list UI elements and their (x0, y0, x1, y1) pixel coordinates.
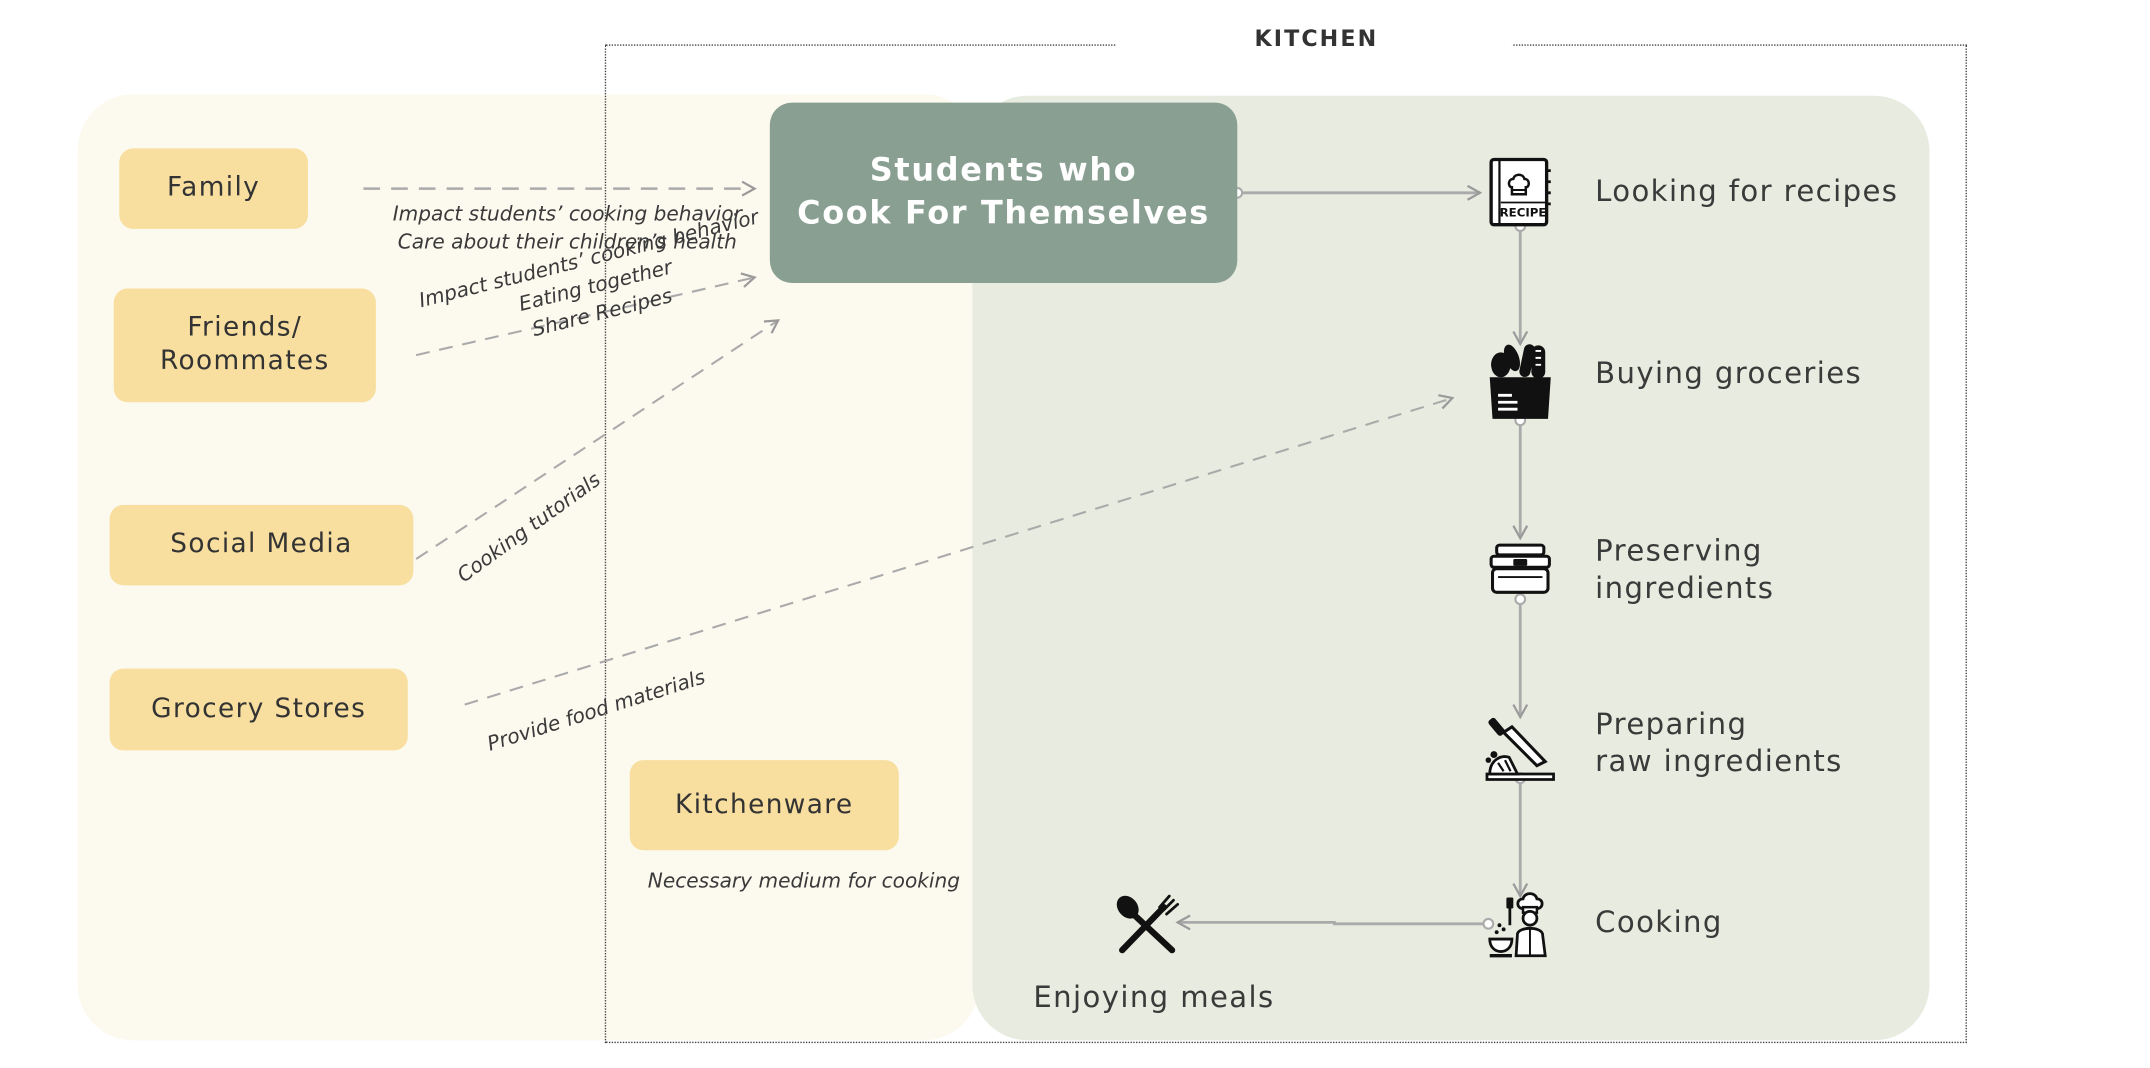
step-preserving-label-line2: ingredients (1595, 571, 1775, 605)
step-preserving-ingredients: Preserving ingredients (1595, 533, 1774, 607)
actor-social-media: Social Media (109, 504, 414, 586)
spoon-fork-icon (1116, 894, 1180, 954)
food-container-icon (1489, 543, 1551, 594)
step-enjoying-label: Enjoying meals (1033, 980, 1275, 1014)
step-preparing-label-line1: Preparing (1595, 707, 1748, 741)
step-groceries-label: Buying groceries (1595, 356, 1863, 390)
step-enjoying-meals: Enjoying meals (1033, 979, 1274, 1016)
chef-cooking-icon (1488, 892, 1547, 958)
actor-kitchenware: Kitchenware (629, 760, 899, 851)
actor-grocery-stores-label: Grocery Stores (151, 693, 367, 724)
family-relation-note: Impact students’ cooking behavior Care a… (393, 201, 743, 256)
social-media-arrow (415, 319, 781, 560)
actor-family-label: Family (167, 172, 261, 203)
grocery-arrow (464, 394, 1455, 706)
cutting-board-icon (1485, 717, 1555, 781)
friends-arrow (415, 272, 757, 357)
step-cooking-label: Cooking (1595, 905, 1723, 940)
step-preserving-label-line1: Preserving (1595, 534, 1763, 568)
central-title-line2: Cook For Themselves (797, 195, 1210, 232)
recipe-book-icon: RECIPE (1489, 157, 1551, 227)
cooking-connector-dot (1482, 917, 1495, 930)
step-preparing-raw-ingredients: Preparing raw ingredients (1595, 706, 1843, 780)
actor-social-media-label: Social Media (170, 528, 353, 560)
kitchen-label: KITCHEN (1254, 24, 1379, 52)
step-buying-groceries: Buying groceries (1595, 355, 1862, 392)
central-title-line1: Students who (869, 153, 1138, 190)
kitchen-label-gap (1116, 38, 1512, 53)
step-cooking: Cooking (1595, 904, 1723, 941)
actor-kitchenware-label: Kitchenware (675, 788, 854, 820)
actor-family: Family (119, 148, 308, 229)
step-looking-for-recipes: Looking for recipes (1595, 173, 1898, 210)
step-recipes-label: Looking for recipes (1595, 174, 1899, 209)
cooking-to-enjoying-connector (1175, 914, 1489, 931)
kitchenware-note-text: Necessary medium for cooking (647, 871, 961, 894)
actor-friends-label-line2: Roommates (159, 345, 330, 376)
actor-friends-roommates: Friends/ Roommates (113, 288, 376, 403)
kitchenware-relation-note: Necessary medium for cooking (648, 868, 960, 896)
recipe-book-text: RECIPE (1500, 205, 1547, 219)
preserving-connector-dot (1514, 593, 1527, 606)
family-note-line2: Care about their children’s health (397, 231, 737, 254)
grocery-bag-icon (1489, 344, 1551, 419)
actor-grocery-stores: Grocery Stores (109, 668, 408, 751)
actor-friends-label-line1: Friends/ (187, 312, 303, 343)
central-node: Students who Cook For Themselves (769, 102, 1238, 283)
step-preparing-label-line2: raw ingredients (1595, 744, 1843, 778)
family-note-line1: Impact students’ cooking behavior (392, 203, 742, 227)
